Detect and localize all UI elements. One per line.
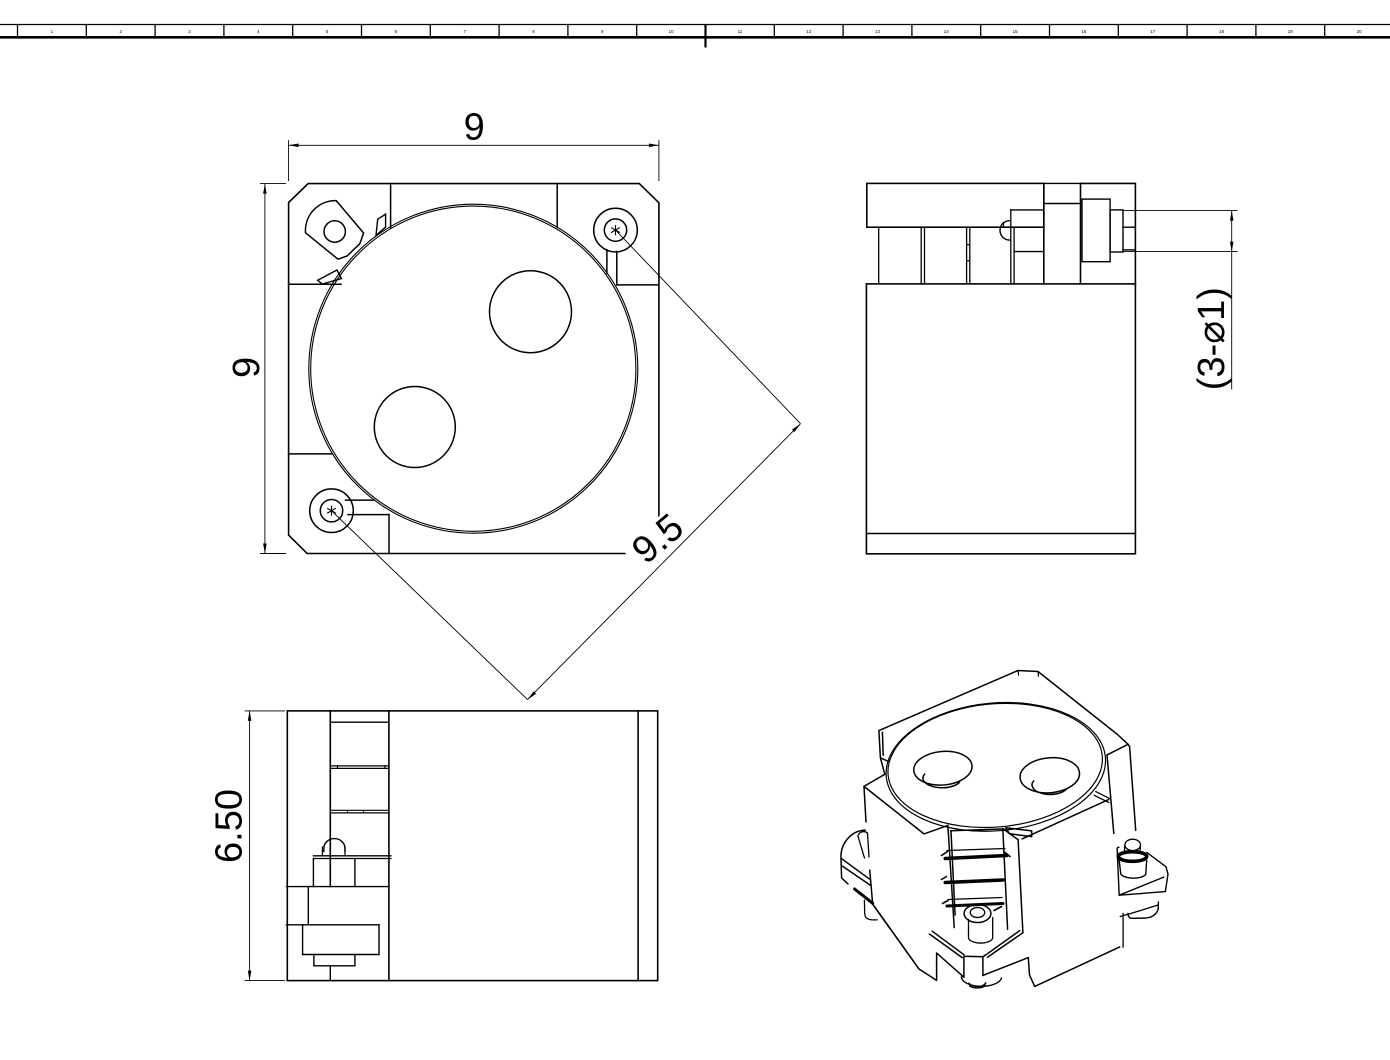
svg-text:9: 9 [601, 29, 604, 34]
svg-text:1: 1 [51, 29, 54, 34]
svg-text:14: 14 [944, 29, 950, 34]
svg-text:18: 18 [1219, 29, 1225, 34]
svg-text:4: 4 [257, 29, 260, 34]
svg-text:12: 12 [806, 29, 812, 34]
svg-text:13: 13 [875, 29, 881, 34]
svg-text:16: 16 [1081, 29, 1087, 34]
svg-text:11: 11 [738, 29, 743, 34]
svg-text:15: 15 [1013, 29, 1019, 34]
svg-text:6: 6 [395, 29, 398, 34]
svg-text:3: 3 [188, 29, 191, 34]
svg-text:20: 20 [1357, 29, 1363, 34]
svg-text:2: 2 [119, 29, 122, 34]
svg-text:(3-⌀1): (3-⌀1) [1191, 287, 1233, 390]
svg-text:9: 9 [464, 107, 485, 149]
svg-text:6.50: 6.50 [209, 789, 251, 863]
svg-text:5: 5 [326, 29, 329, 34]
svg-text:8: 8 [532, 29, 535, 34]
svg-text:9: 9 [226, 357, 268, 378]
svg-text:19: 19 [1288, 29, 1294, 34]
svg-text:10: 10 [669, 29, 675, 34]
svg-text:17: 17 [1150, 29, 1156, 34]
svg-text:7: 7 [463, 29, 466, 34]
